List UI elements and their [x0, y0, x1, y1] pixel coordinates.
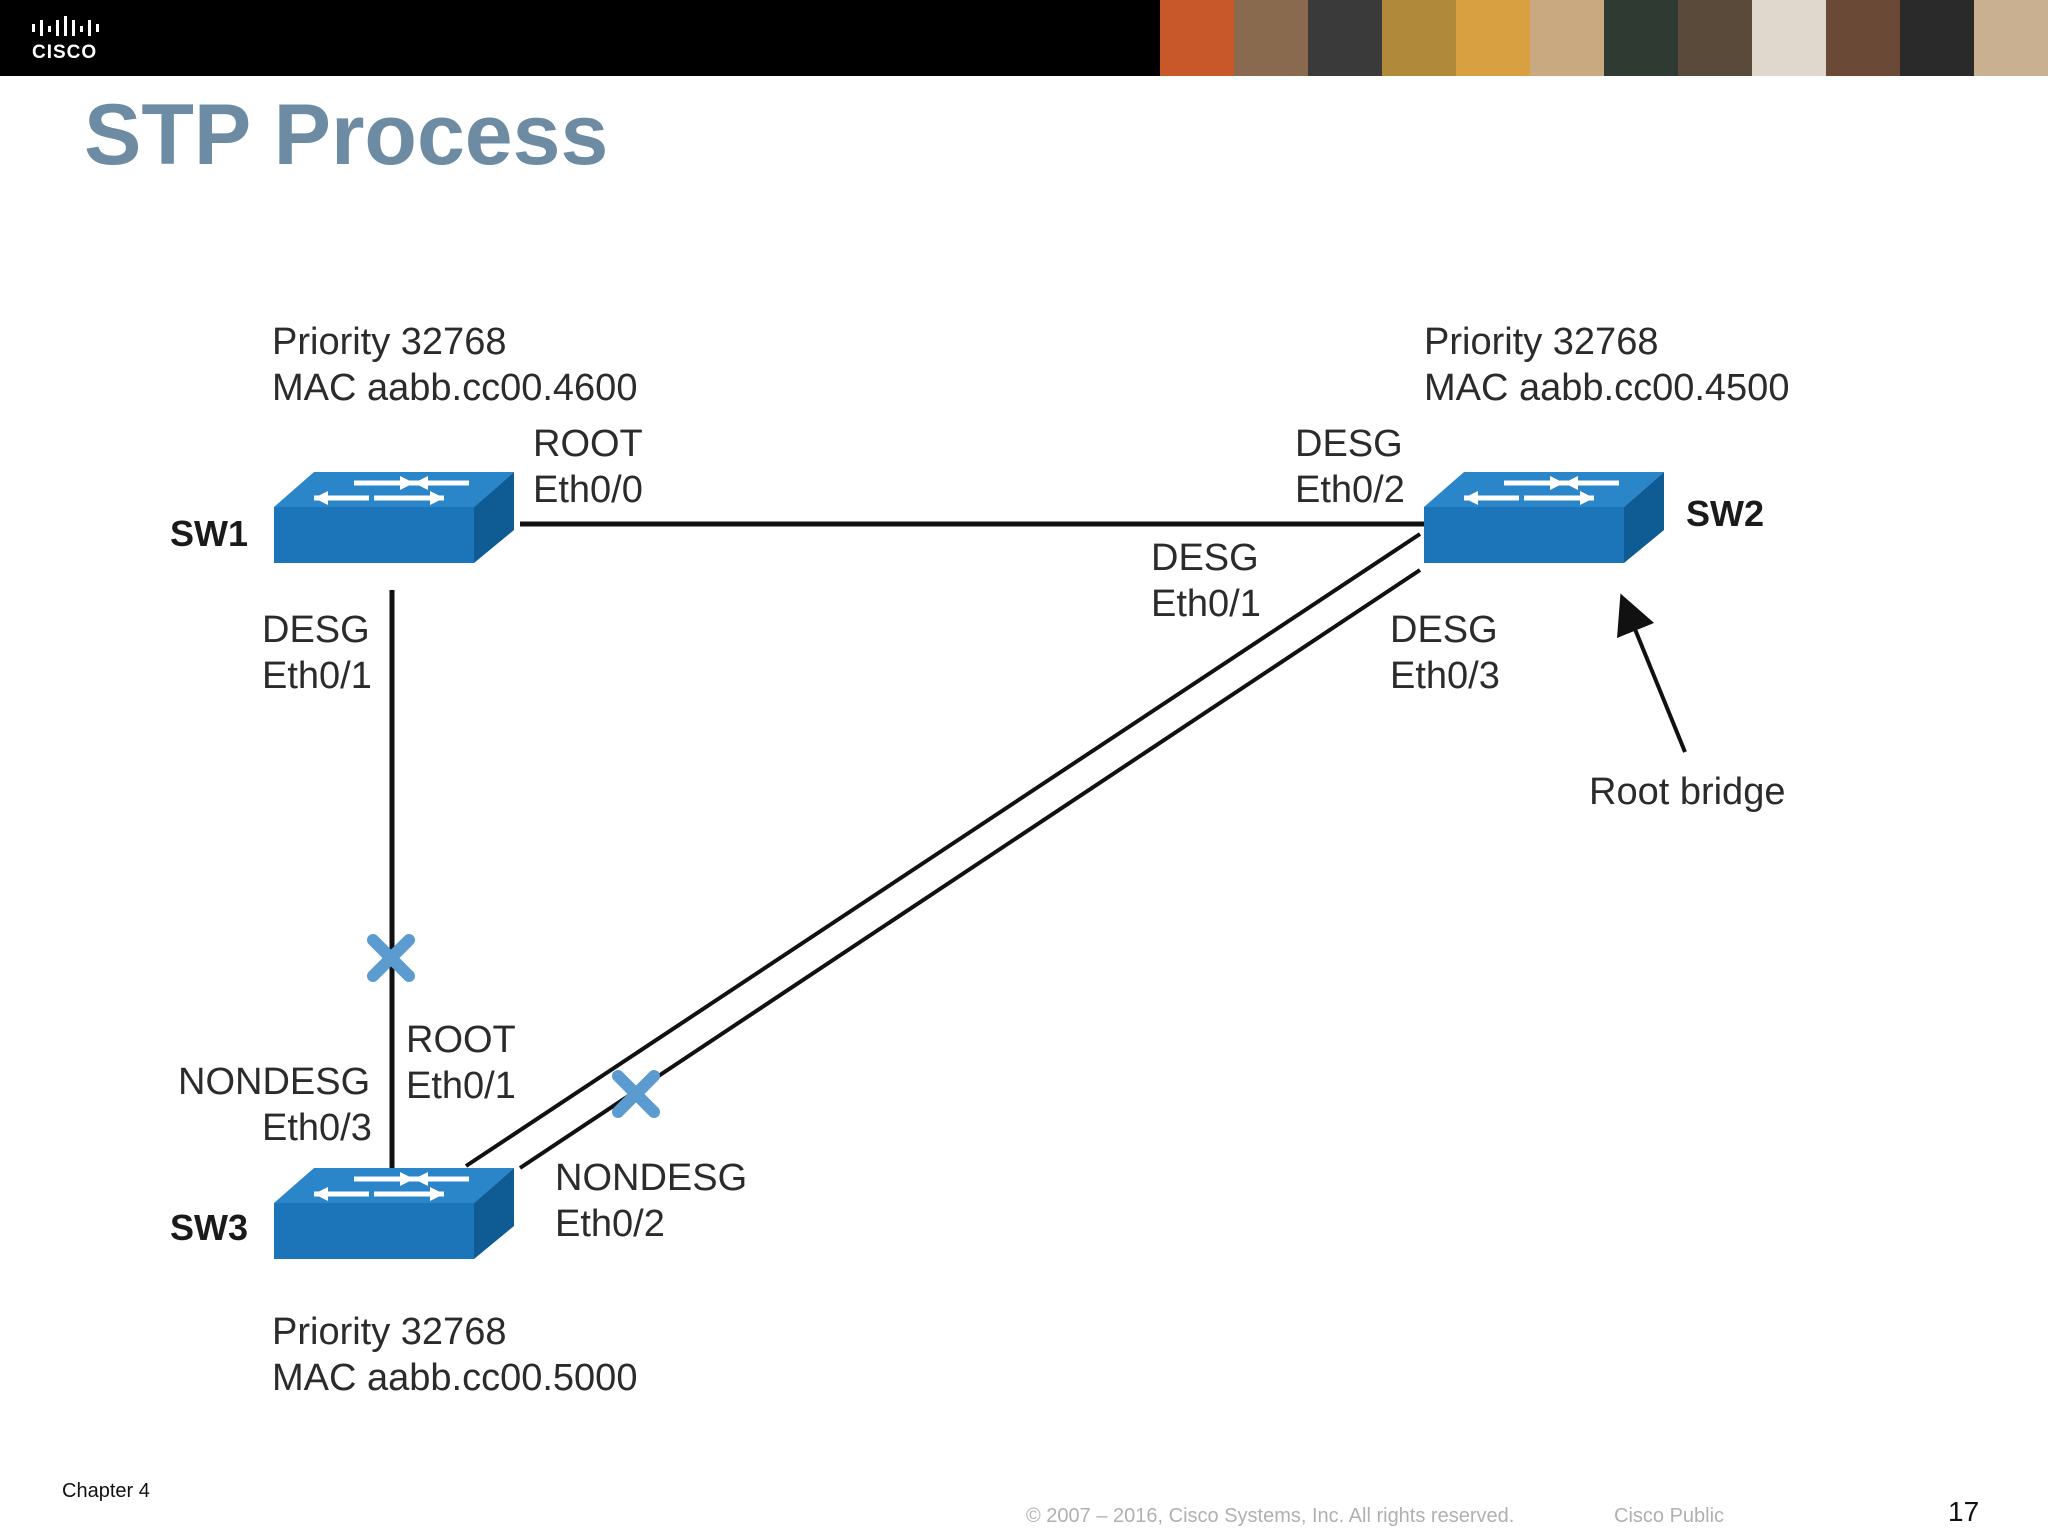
cisco-logo-icon: [32, 16, 99, 36]
sw1-priority: Priority 32768: [272, 321, 506, 363]
sw2-eth01-port: Eth0/1: [1151, 583, 1261, 625]
header-photo: [1752, 0, 1826, 76]
link-sw2-sw3-a: [464, 532, 1422, 1168]
header-photo: [1308, 0, 1382, 76]
switch-sw1-icon: [274, 472, 514, 563]
header-photo: [1234, 0, 1308, 76]
sw1-eth00-role: ROOT: [533, 423, 643, 465]
footer-copyright: © 2007 – 2016, Cisco Systems, Inc. All r…: [1026, 1505, 1515, 1527]
sw2-mac: MAC aabb.cc00.4500: [1424, 367, 1789, 409]
root-bridge-label: Root bridge: [1589, 771, 1785, 813]
sw3-eth03-role: NONDESG: [178, 1061, 370, 1103]
page-number: 17: [1948, 1496, 1980, 1527]
sw3-eth03-port: Eth0/3: [262, 1107, 372, 1149]
slide-title: STP Process: [84, 87, 609, 183]
link-sw2-sw3-b: [518, 568, 1422, 1170]
blocked-port-sw3-eth03-icon: [367, 934, 415, 982]
sw3-eth01-port: Eth0/1: [406, 1065, 516, 1107]
sw2-eth03-port: Eth0/3: [1390, 655, 1500, 697]
sw1-eth00-port: Eth0/0: [533, 469, 643, 511]
header-photo: [1160, 0, 1234, 76]
footer-chapter: Chapter 4: [62, 1480, 150, 1502]
sw2-eth01-role: DESG: [1151, 537, 1259, 579]
switch-sw3-icon: [274, 1168, 514, 1259]
header-photo: [1604, 0, 1678, 76]
cisco-logo-text: CISCO: [32, 42, 98, 63]
header-photo: [1456, 0, 1530, 76]
sw2-priority: Priority 32768: [1424, 321, 1658, 363]
sw3-eth02-role: NONDESG: [555, 1157, 747, 1199]
footer-classification: Cisco Public: [1614, 1505, 1725, 1527]
root-bridge-arrow-icon: [1617, 593, 1687, 753]
sw1-name: SW1: [170, 513, 248, 554]
sw2-eth03-role: DESG: [1390, 609, 1498, 651]
sw2-name: SW2: [1686, 493, 1764, 534]
sw3-mac: MAC aabb.cc00.5000: [272, 1357, 637, 1399]
header-photo: [1974, 0, 2048, 76]
sw3-eth01-role: ROOT: [406, 1019, 516, 1061]
sw3-name: SW3: [170, 1207, 248, 1248]
sw1-mac: MAC aabb.cc00.4600: [272, 367, 637, 409]
header-bar: CISCO: [0, 0, 2048, 76]
header-photo-strip: [1160, 0, 2048, 76]
sw2-eth02-role: DESG: [1295, 423, 1403, 465]
header-photo: [1678, 0, 1752, 76]
header-photo: [1826, 0, 1900, 76]
header-photo: [1900, 0, 1974, 76]
sw3-priority: Priority 32768: [272, 1311, 506, 1353]
sw1-eth01-port: Eth0/1: [262, 655, 372, 697]
header-photo: [1382, 0, 1456, 76]
blocked-port-sw3-eth02-icon: [612, 1070, 660, 1118]
header-photo: [1530, 0, 1604, 76]
sw1-eth01-role: DESG: [262, 609, 370, 651]
sw3-eth02-port: Eth0/2: [555, 1203, 665, 1245]
switch-sw2-icon: [1424, 472, 1664, 563]
sw2-eth02-port: Eth0/2: [1295, 469, 1405, 511]
